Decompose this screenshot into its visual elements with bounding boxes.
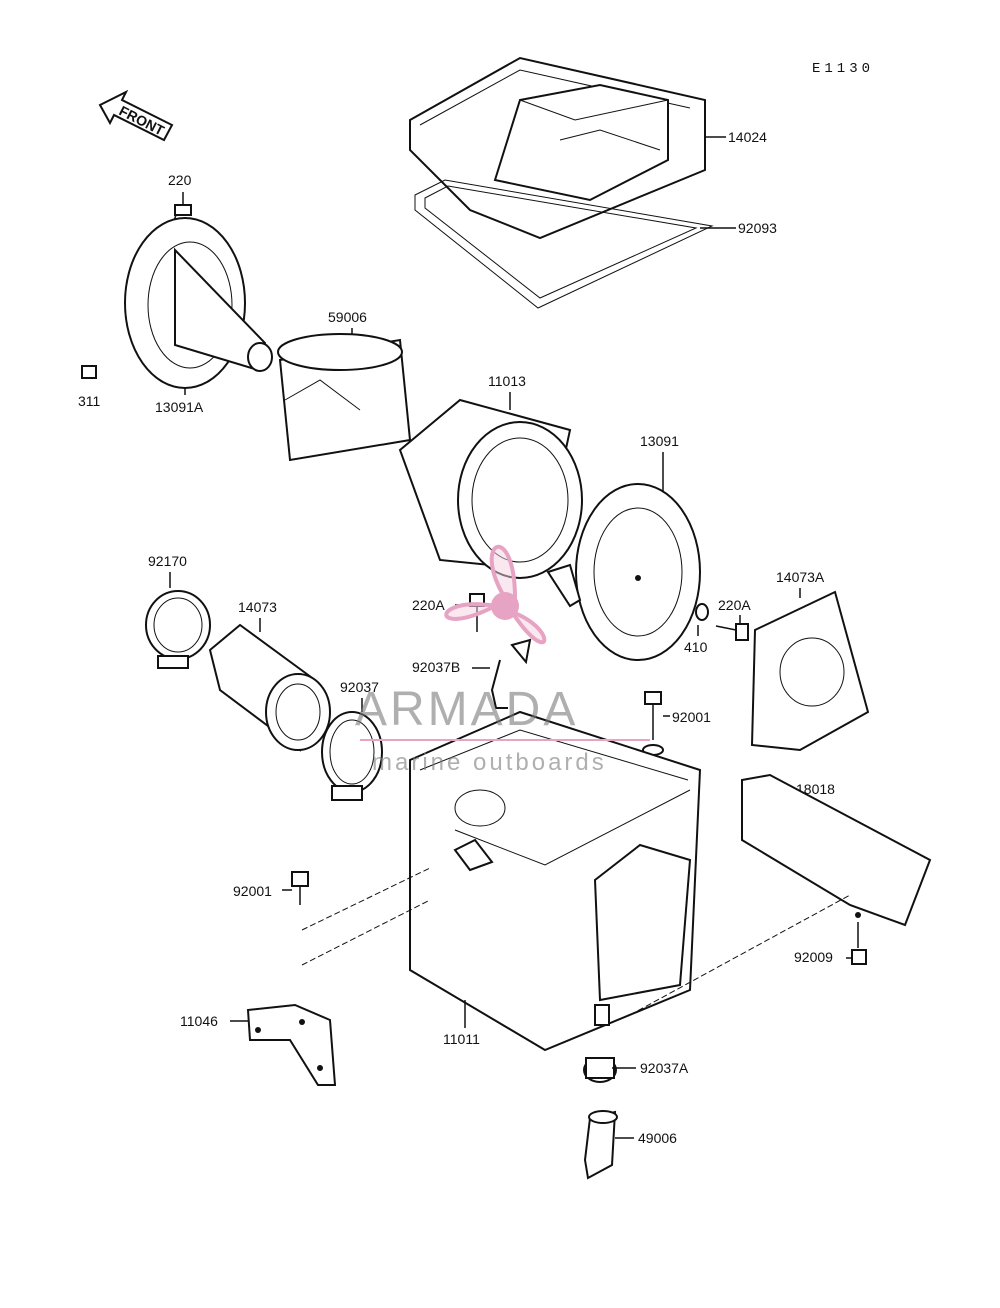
part-label-14073A: 14073A: [776, 569, 825, 585]
front-arrow-icon: FRONT: [98, 89, 174, 142]
inlet-boot: [208, 623, 331, 752]
nut-311: [81, 365, 97, 379]
watermark-brand: ARMADA: [355, 683, 578, 736]
bolt-92001-top: [642, 691, 664, 756]
bolt-220A-right: [715, 623, 749, 641]
pre-filter: [277, 333, 412, 462]
part-label-92001-lower: 92001: [233, 883, 272, 899]
part-label-220A-right: 220A: [718, 597, 751, 613]
guide-line-1: [301, 867, 431, 931]
clamp-92037: [321, 711, 383, 801]
part-label-13091: 13091: [640, 433, 679, 449]
part-label-13091A: 13091A: [155, 399, 204, 415]
washer-410: [695, 603, 709, 621]
part-label-14073: 14073: [238, 599, 277, 615]
clamp-92170: [145, 590, 211, 669]
duct-14073A: [750, 590, 870, 752]
guide-line-2: [301, 899, 431, 966]
bracket-92037B: [490, 638, 532, 709]
funnel-cover: [124, 217, 273, 389]
part-label-11011: 11011: [443, 1031, 480, 1047]
part-label-92170: 92170: [148, 553, 187, 569]
watermark: ARMADA marine outboards: [355, 544, 650, 776]
bolt-92009: [851, 922, 867, 965]
diagram-code: E1130: [812, 61, 874, 77]
part-label-220: 220: [168, 172, 192, 188]
filter-cap: [546, 483, 701, 661]
part-label-311: 311: [78, 393, 101, 409]
guide-line-3: [629, 894, 851, 1016]
part-label-92037B: 92037B: [412, 659, 460, 675]
bracket-11046: [246, 1003, 337, 1086]
part-label-14024: 14024: [728, 129, 767, 145]
air-box-case: [409, 710, 702, 1052]
air-filter-element: [398, 398, 583, 579]
part-label-59006: 59006: [328, 309, 367, 325]
part-label-92037: 92037: [340, 679, 379, 695]
part-label-410: 410: [684, 639, 708, 655]
part-label-92001-top: 92001: [672, 709, 711, 725]
bolt-92001-lower: [291, 871, 309, 905]
part-label-220A-left: 220A: [412, 597, 445, 613]
guard-18018: [741, 773, 932, 927]
watermark-tagline: marine outboards: [372, 749, 607, 776]
air-box-cover: [409, 56, 706, 240]
part-label-11013: 11013: [488, 373, 526, 389]
part-label-49006: 49006: [638, 1130, 677, 1146]
part-label-92009: 92009: [794, 949, 833, 965]
propeller-logo-icon: [444, 544, 547, 645]
cover-gasket: [414, 179, 714, 309]
part-label-92037A: 92037A: [640, 1060, 689, 1076]
part-label-92093: 92093: [738, 220, 777, 236]
drain-49006: [583, 1110, 618, 1180]
part-label-11046: 11046: [180, 1013, 218, 1029]
